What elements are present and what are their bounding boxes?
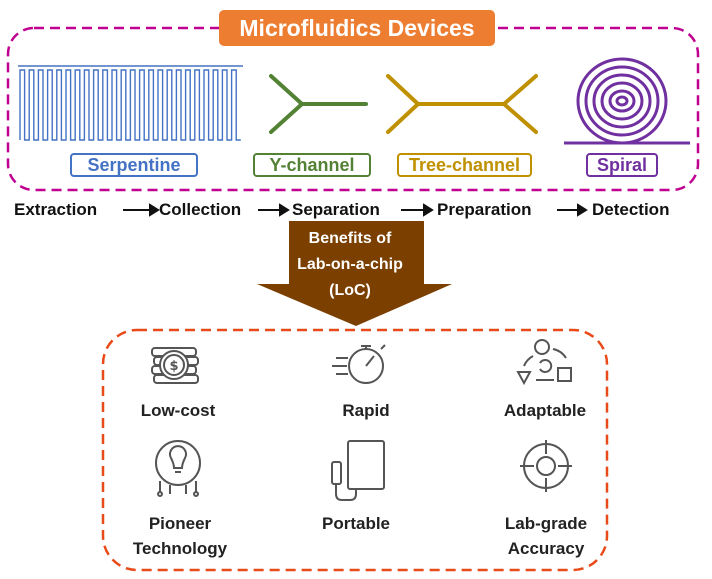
workflow-step-separation: Separation xyxy=(292,200,380,219)
benefit-accuracy-line-1: Lab-grade xyxy=(504,514,588,533)
benefit-pioneer-line-1: Pioneer xyxy=(148,514,212,533)
benefits-arrow-line-2: Lab-on-a-chip xyxy=(297,256,403,273)
crosshair-target-icon xyxy=(520,440,572,492)
benefits-arrow-shape xyxy=(257,221,452,326)
serpentine-label: Serpentine xyxy=(70,153,198,177)
benefit-accuracy-line-2: Accuracy xyxy=(507,539,585,558)
workflow-arrows xyxy=(123,203,588,217)
benefits-dashed-border xyxy=(101,328,609,572)
tree-channel-label: Tree-channel xyxy=(397,153,532,177)
stopwatch-icon xyxy=(332,344,386,384)
tree-channel-icon xyxy=(386,74,538,134)
y-channel-label: Y-channel xyxy=(253,153,371,177)
benefit-rapid: Rapid xyxy=(342,401,390,420)
portable-device-icon xyxy=(331,440,385,501)
benefits-arrow-line-1: Benefits of xyxy=(308,230,392,247)
benefit-portable: Portable xyxy=(321,514,391,533)
shapes-cycle-icon xyxy=(516,339,572,386)
y-channel-icon xyxy=(269,74,368,134)
workflow-step-preparation: Preparation xyxy=(437,200,532,219)
benefits-arrow-text: Benefits of Lab-on-a-chip (LoC) xyxy=(276,226,424,304)
benefit-pioneer-line-2: Technology xyxy=(132,539,228,558)
benefit-adaptable: Adaptable xyxy=(503,401,587,420)
spiral-channel-icon xyxy=(564,57,690,145)
benefit-lab-grade-accuracy: Lab-grade Accuracy xyxy=(478,511,614,561)
benefit-low-cost: Low-cost xyxy=(140,401,216,420)
coins-icon: $ xyxy=(151,347,199,384)
workflow-step-collection: Collection xyxy=(159,200,242,219)
workflow-step-detection: Detection xyxy=(592,200,670,219)
lightbulb-circuit-icon xyxy=(155,440,201,497)
workflow-step-extraction: Extraction xyxy=(14,200,98,219)
benefit-pioneer-technology: Pioneer Technology xyxy=(112,511,248,561)
serpentine-channel-icon xyxy=(18,65,243,141)
benefits-arrow-line-3: (LoC) xyxy=(329,282,371,299)
diagram-title: Microfluidics Devices xyxy=(219,10,495,46)
svg-text:$: $ xyxy=(169,359,178,374)
spiral-label: Spiral xyxy=(586,153,658,177)
